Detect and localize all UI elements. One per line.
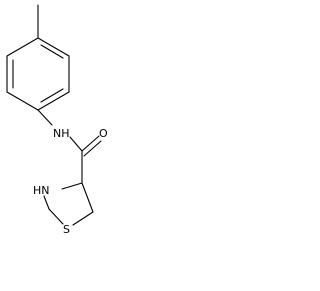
aryl-n-bond: [37, 109, 53, 126]
molecule-structure: NH O HN S: [6, 4, 108, 236]
ring-bond-3: [37, 91, 70, 111]
thiazolidine-s-c5: [72, 211, 94, 226]
amide-nh-label: NH: [53, 127, 70, 140]
thiazolidine-n-c2: [43, 195, 50, 210]
thiazolidine-c2-s: [48, 208, 64, 225]
carbonyl-o-label: O: [99, 127, 108, 140]
carbonyl-double-1: [81, 135, 100, 152]
ring-bond-1: [37, 37, 70, 57]
ring-s-label: S: [63, 223, 70, 236]
carbonyl-double-2: [83, 140, 102, 157]
ring-bond-6: [6, 37, 39, 57]
ring-bond-4: [6, 91, 39, 111]
aromatic-double-1: [40, 44, 64, 59]
thiazolidine-c5-c4: [81, 182, 94, 213]
aromatic-double-2: [40, 88, 64, 103]
thiazolidine-c4-n: [61, 182, 83, 190]
ring-hn-label: HN: [33, 184, 50, 197]
n-carbonyl-bond: [69, 136, 83, 152]
